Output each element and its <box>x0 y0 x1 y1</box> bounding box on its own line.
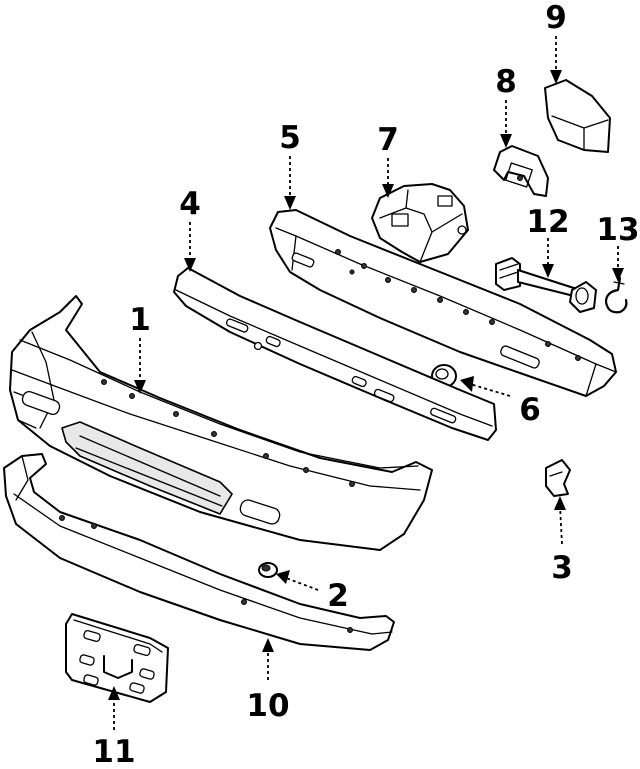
callout-2: 2 <box>327 578 349 614</box>
callout-4: 4 <box>179 186 201 222</box>
part-1-bumper-cover[interactable] <box>9 295 433 551</box>
callout-12: 12 <box>526 204 569 240</box>
part-12-stay[interactable] <box>495 257 597 313</box>
callout-6: 6 <box>519 392 541 428</box>
callout-13: 13 <box>596 212 639 248</box>
callout-7: 7 <box>377 122 399 158</box>
part-3-clip[interactable] <box>545 459 571 497</box>
part-9-bracket[interactable] <box>544 79 611 153</box>
callout-1: 1 <box>129 302 151 338</box>
callout-5: 5 <box>279 120 301 156</box>
callout-labels: 1 2 3 4 5 6 7 8 9 10 11 12 13 <box>92 0 639 769</box>
part-13-hook[interactable] <box>604 276 628 314</box>
callout-9: 9 <box>545 0 567 36</box>
part-5-reinforcement[interactable] <box>269 209 617 397</box>
leader-lines <box>108 36 624 730</box>
part-4-absorber[interactable] <box>173 267 497 441</box>
callout-10: 10 <box>246 688 289 724</box>
part-8-retainer[interactable] <box>493 145 549 197</box>
callout-8: 8 <box>495 64 517 100</box>
part-11-license-bracket[interactable] <box>65 613 169 703</box>
part-7-bracket[interactable] <box>371 183 469 263</box>
callout-11: 11 <box>92 734 135 769</box>
callout-3: 3 <box>551 550 573 586</box>
part-10-spoiler[interactable] <box>3 453 395 651</box>
part-2-plug[interactable] <box>258 562 278 578</box>
